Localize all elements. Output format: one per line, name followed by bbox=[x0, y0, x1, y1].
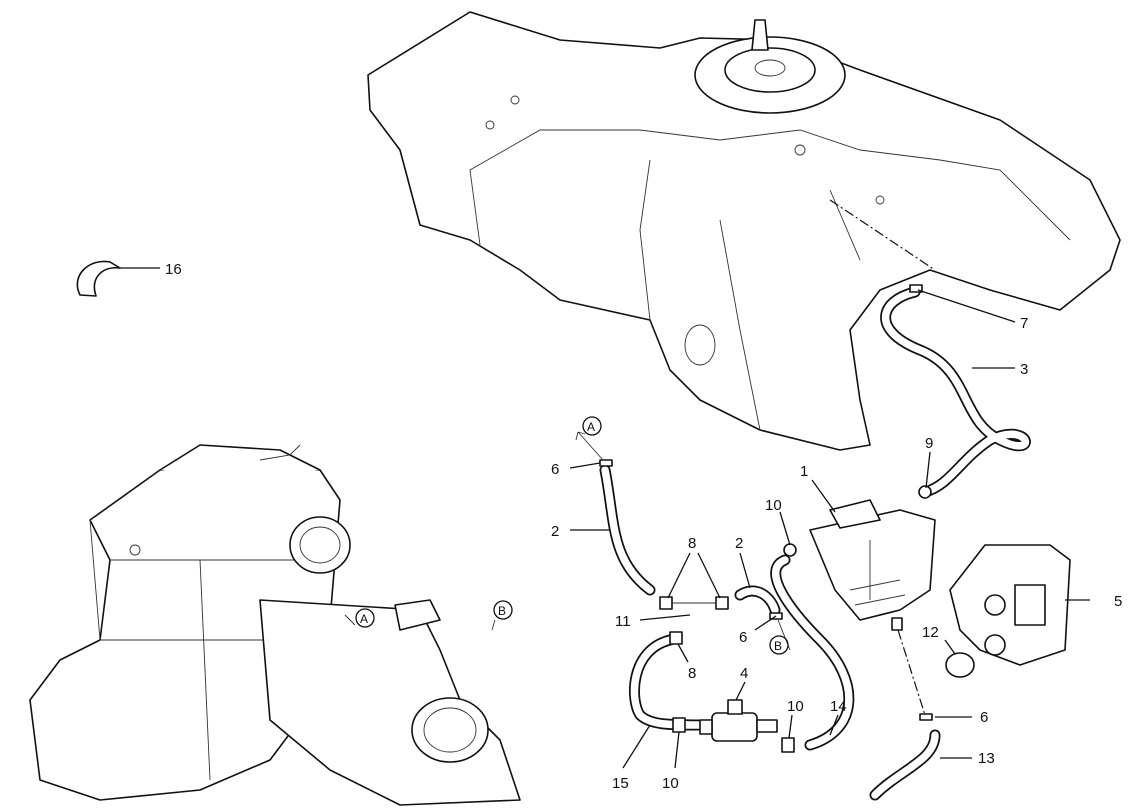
callout-9: 9 bbox=[925, 435, 933, 452]
fittings bbox=[599, 284, 933, 753]
callout-labels: 16 7 3 9 1 10 6 2 8 2 11 6 8 4 10 14 15 … bbox=[165, 261, 1122, 792]
leader-lines bbox=[120, 267, 1090, 769]
hoses bbox=[599, 286, 1031, 801]
clip-part-16 bbox=[76, 260, 121, 297]
callout-6: 6 bbox=[739, 629, 747, 646]
valve-part-4 bbox=[699, 699, 778, 742]
callout-16: 16 bbox=[165, 261, 182, 278]
callout-11: 11 bbox=[615, 613, 631, 630]
callout-10: 10 bbox=[662, 775, 679, 792]
callout-5: 5 bbox=[1114, 593, 1122, 610]
callout-13: 13 bbox=[978, 750, 995, 767]
reference-markers: A B A B bbox=[355, 416, 789, 655]
callout-2: 2 bbox=[551, 523, 559, 540]
callout-8: 8 bbox=[688, 535, 696, 552]
ref-a-engine: A bbox=[360, 612, 368, 626]
callout-4: 4 bbox=[740, 665, 748, 682]
callout-10: 10 bbox=[787, 698, 804, 715]
callout-15: 15 bbox=[612, 775, 629, 792]
callout-6: 6 bbox=[980, 709, 988, 726]
callout-3: 3 bbox=[1020, 361, 1028, 378]
ref-b-engine: B bbox=[498, 604, 506, 618]
fuel-tank bbox=[367, 11, 1121, 451]
ref-b-canister: B bbox=[774, 639, 782, 653]
ref-a-tank: A bbox=[587, 420, 595, 434]
cap-part-12 bbox=[945, 652, 975, 678]
callout-2: 2 bbox=[735, 535, 743, 552]
callout-6: 6 bbox=[551, 461, 559, 478]
bracket-part-5 bbox=[949, 544, 1071, 666]
callout-14: 14 bbox=[830, 698, 847, 715]
callout-1: 1 bbox=[800, 463, 808, 480]
callout-10: 10 bbox=[765, 497, 782, 514]
engine bbox=[29, 444, 521, 806]
callout-7: 7 bbox=[1020, 315, 1028, 332]
callout-12: 12 bbox=[922, 624, 939, 641]
callout-8: 8 bbox=[688, 665, 696, 682]
canister-part-1 bbox=[809, 499, 936, 716]
